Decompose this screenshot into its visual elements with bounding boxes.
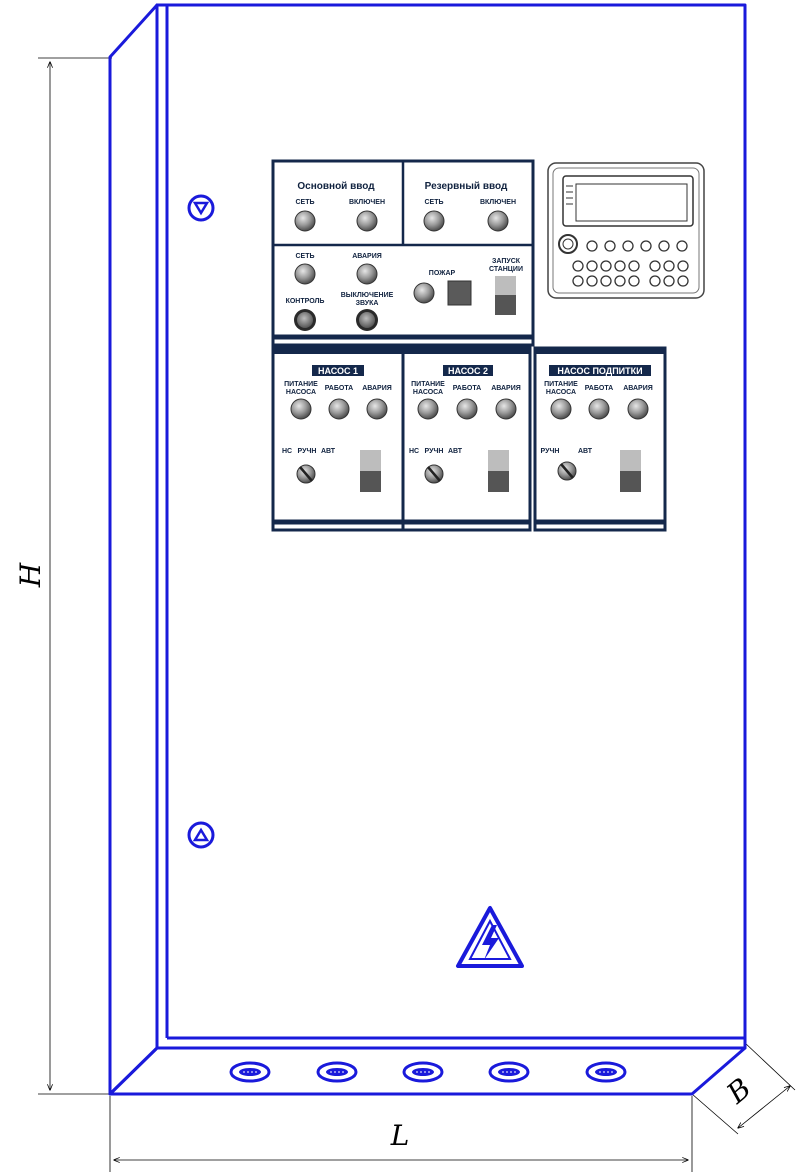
pump-1-panel: НАСОС 1 ПИТАНИЕ НАСОСА РАБОТА АВАРИЯ НС … [282,365,392,492]
start-label-1: ЗАПУСК [492,258,521,265]
pump-2-panel: НАСОС 2 ПИТАНИЕ НАСОСА РАБОТА АВАРИЯ НС … [409,365,521,492]
cable-gland [402,1061,444,1083]
main-input-lamp1-label: СЕТЬ [295,199,314,206]
pump-2-lamp3-label: АВАРИЯ [491,385,521,392]
controller-display [547,162,705,299]
makeup-pump-lamp1-label-b: НАСОСА [546,389,576,396]
makeup-pump-title: НАСОС ПОДПИТКИ [557,366,642,376]
makeup-pump-run-lamp [588,398,610,420]
main-input-title: Основной ввод [297,181,375,192]
main-input-lamp2-label: ВКЛЮЧЕН [349,199,385,206]
cable-gland [229,1061,271,1083]
length-dimension [109,1096,693,1172]
height-label: H [14,562,47,588]
pump-1-pos1-label: НС [282,448,292,455]
pump-1-switch[interactable] [360,450,381,492]
reserve-input-on-lamp [487,210,509,232]
length-label: L [390,1119,410,1152]
fire-label: ПОЖАР [429,270,456,277]
main-input-on-lamp [356,210,378,232]
pump-1-title: НАСОС 1 [318,366,358,376]
mute-label-2: ЗВУКА [356,300,379,307]
pump-2-lamp1-label-b: НАСОСА [413,389,443,396]
cable-glands [229,1061,627,1083]
controller-keypad[interactable] [572,240,689,287]
pump-2-pos3-label: АВТ [448,448,463,455]
reserve-input-net-lamp [423,210,445,232]
pump-1-lamp1-label-a: ПИТАНИЕ [284,381,318,388]
alarm-alarm-label: АВАРИЯ [352,253,382,260]
height-dimension [38,57,112,1095]
pump-1-pos3-label: АВТ [321,448,336,455]
pump-2-lamp2-label: РАБОТА [453,385,481,392]
pump-1-alarm-lamp [366,398,388,420]
makeup-pump-pos3-label: АВТ [578,448,593,455]
pump-1-pos2-label: РУЧН [298,448,317,455]
mute-label-1: ВЫКЛЮЧЕНИЕ [341,292,394,299]
reserve-input-title: Резервный ввод [425,181,508,192]
makeup-pump-switch[interactable] [620,450,641,492]
input-panel: Основной ввод СЕТЬ ВКЛЮЧЕН Резервный вво… [271,159,535,347]
main-input-net-lamp [294,210,316,232]
pump-2-pos2-label: РУЧН [425,448,444,455]
lock-bottom-icon[interactable] [187,821,215,849]
high-voltage-icon [456,906,524,968]
alarm-net-label: СЕТЬ [295,253,314,260]
makeup-pump-alarm-lamp [627,398,649,420]
depth-label: B [720,1071,758,1110]
pump-2-mode-selector[interactable] [424,464,444,484]
control-button[interactable] [294,309,316,331]
makeup-pump-mode-selector[interactable] [557,461,577,481]
start-station-switch[interactable] [495,276,516,315]
reserve-input-lamp1-label: СЕТЬ [424,199,443,206]
reserve-input-lamp2-label: ВКЛЮЧЕН [480,199,516,206]
alarm-alarm-lamp [356,263,378,285]
control-label: КОНТРОЛЬ [286,298,325,305]
pump-2-alarm-lamp [495,398,517,420]
controller-knob[interactable] [558,234,578,254]
fire-button[interactable] [447,280,472,306]
lock-top-icon[interactable] [187,194,215,222]
pump-2-power-lamp [417,398,439,420]
pump-2-run-lamp [456,398,478,420]
makeup-pump-lamp2-label: РАБОТА [585,385,613,392]
pump-2-title: НАСОС 2 [448,366,488,376]
pump-1-mode-selector[interactable] [296,464,316,484]
pump-1-lamp1-label-b: НАСОСА [286,389,316,396]
makeup-pump-lamp3-label: АВАРИЯ [623,385,653,392]
makeup-pump-pos2-label: РУЧН [541,448,560,455]
start-label-2: СТАНЦИИ [489,266,523,273]
alarm-net-lamp [294,263,316,285]
makeup-pump-panel: НАСОС ПОДПИТКИ ПИТАНИЕ НАСОСА РАБОТА АВА… [541,365,653,492]
cabinet-body [108,3,747,1096]
mute-button[interactable] [356,309,378,331]
cable-gland [585,1061,627,1083]
pump-panels-frame [271,346,667,532]
pump-1-power-lamp [290,398,312,420]
cable-gland [316,1061,358,1083]
fire-lamp [413,282,435,304]
makeup-pump-power-lamp [550,398,572,420]
pump-1-lamp2-label: РАБОТА [325,385,353,392]
pump-1-run-lamp [328,398,350,420]
pump-2-lamp1-label-a: ПИТАНИЕ [411,381,445,388]
pump-2-pos1-label: НС [409,448,419,455]
depth-dimension [691,1041,796,1135]
pump-1-lamp3-label: АВАРИЯ [362,385,392,392]
cable-gland [488,1061,530,1083]
makeup-pump-lamp1-label-a: ПИТАНИЕ [544,381,578,388]
pump-2-switch[interactable] [488,450,509,492]
